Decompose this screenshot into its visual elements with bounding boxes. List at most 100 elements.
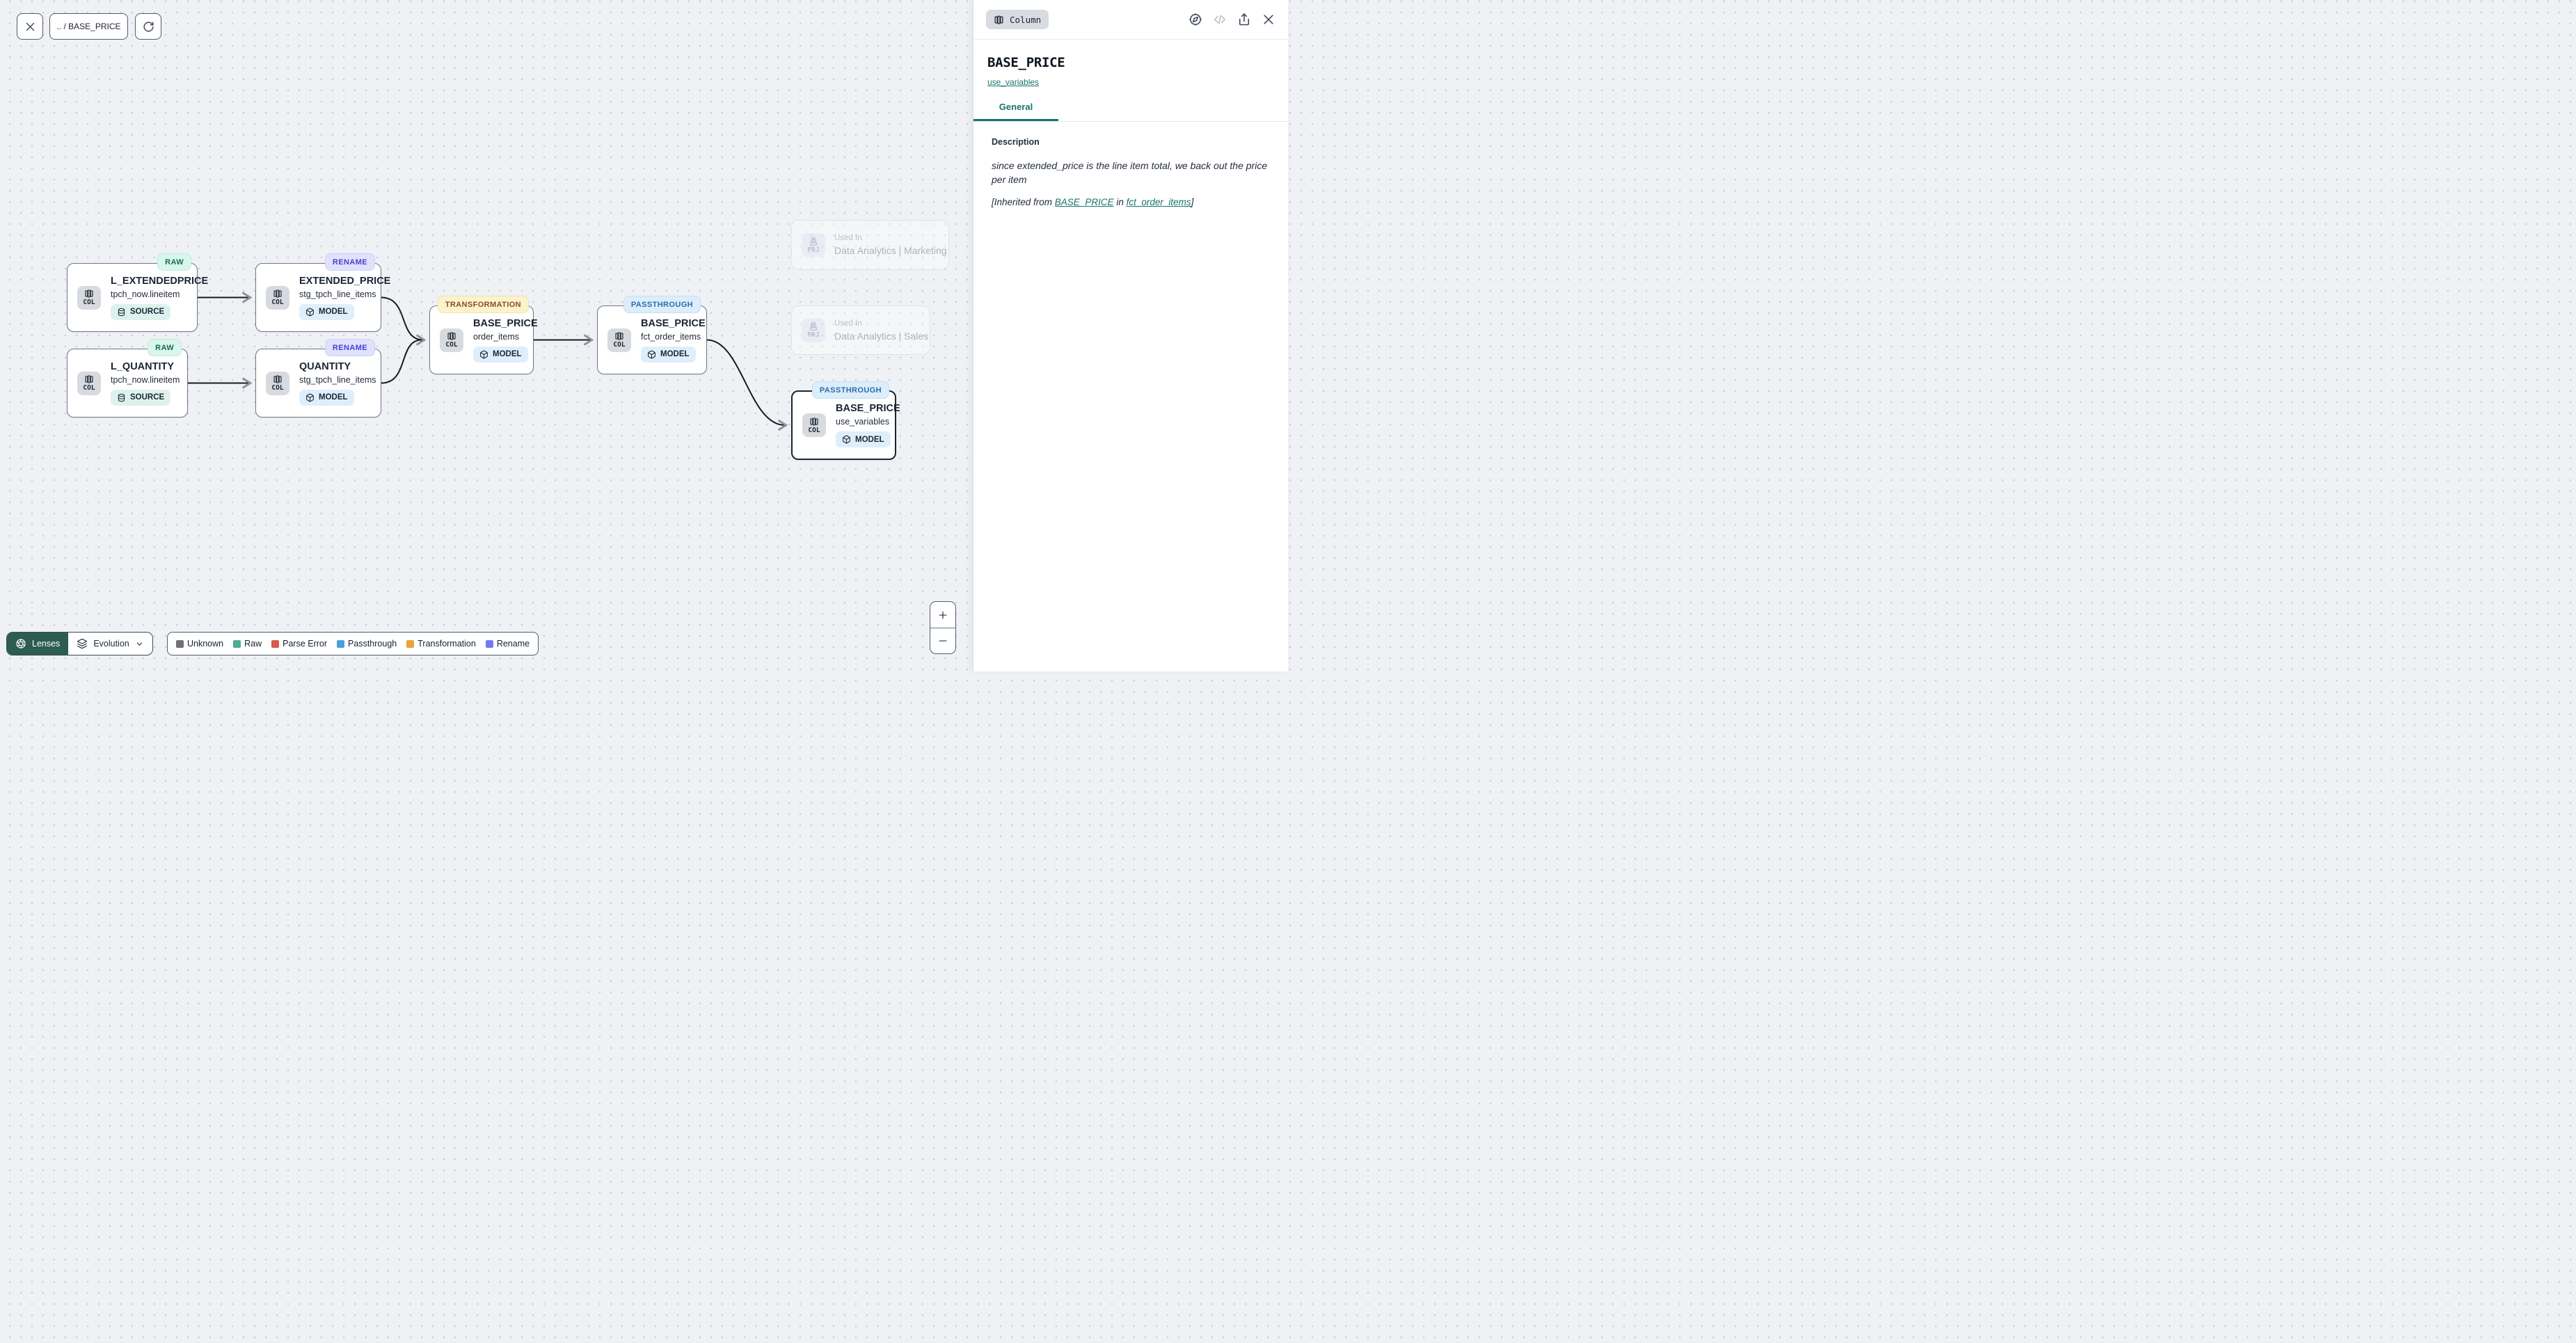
lenses-button[interactable]: Lenses — [7, 633, 69, 655]
legend-swatch — [176, 639, 184, 648]
lens-select-value: Evolution — [93, 639, 129, 649]
panel-tabs: General — [973, 101, 1288, 122]
column-kind-chip: COL — [77, 285, 101, 310]
chevron-down-icon — [136, 642, 143, 646]
lens-select[interactable]: Evolution — [68, 633, 152, 655]
ghost-node-label: Used In — [834, 234, 862, 242]
inherited-note: [Inherited from BASE_PRICE in fct_order_… — [992, 196, 1194, 207]
columns-icon — [615, 332, 623, 340]
entity-type-label: Column — [1010, 14, 1042, 25]
database-icon — [118, 393, 125, 402]
lineage-node-quantity[interactable]: RENAME COL QUANTITY stg_tpch_line_items … — [255, 339, 381, 418]
resource-type-chip: MODEL — [299, 389, 354, 406]
inherited-column-link[interactable]: BASE_PRICE — [1054, 196, 1114, 207]
lenses-button-label: Lenses — [32, 639, 61, 649]
cube-icon — [648, 350, 655, 358]
resource-type-chip: MODEL — [641, 346, 696, 363]
column-kind-chip: COL — [77, 371, 101, 395]
legend-swatch — [233, 639, 241, 648]
node-title: EXTENDED_PRICE — [299, 275, 391, 287]
legend-item: Rename — [485, 639, 530, 649]
lineage-node-extended-price[interactable]: RENAME COL EXTENDED_PRICE stg_tpch_line_… — [255, 253, 390, 332]
legend-swatch — [406, 639, 415, 648]
column-kind-chip: COL — [266, 371, 289, 395]
columns-icon — [447, 332, 456, 340]
node-title: QUANTITY — [299, 360, 351, 372]
node-title: BASE_PRICE — [836, 403, 900, 414]
legend-swatch — [485, 639, 493, 648]
ghost-node-title: Data Analytics | Marketing — [834, 245, 947, 256]
columns-icon — [994, 15, 1003, 24]
columns-icon — [85, 375, 93, 383]
ghost-node-used-in-marketing[interactable]: PRJ Used In Data Analytics | Marketing — [791, 220, 949, 270]
lens-badge: RAW — [148, 339, 182, 356]
cube-icon — [306, 393, 314, 402]
close-lineage-button[interactable] — [17, 13, 43, 40]
resource-type-chip: MODEL — [299, 303, 354, 320]
share-icon — [1239, 13, 1250, 26]
explore-lineage-button[interactable] — [1188, 13, 1202, 26]
project-kind-chip: PRJ — [802, 318, 825, 342]
code-icon — [1214, 15, 1225, 24]
legend-swatch — [337, 639, 345, 648]
lineage-node-base-price-use-variables[interactable]: PASSTHROUGH COL BASE_PRICE use_variables… — [791, 381, 900, 460]
zoom-in-button[interactable] — [930, 602, 955, 628]
ghost-node-title: Data Analytics | Sales — [834, 330, 929, 342]
column-kind-chip: COL — [266, 285, 289, 310]
zoom-out-button[interactable] — [930, 628, 955, 653]
zoom-controls — [930, 601, 956, 654]
breadcrumb[interactable]: .. / BASE_PRICE — [49, 13, 128, 40]
close-panel-button[interactable] — [1262, 13, 1275, 26]
aperture-icon — [16, 639, 26, 649]
node-title: BASE_PRICE — [473, 317, 538, 329]
lineage-node-base-price-order-items[interactable]: TRANSFORMATION COL BASE_PRICE order_item… — [429, 296, 538, 374]
resource-type-chip: SOURCE — [111, 389, 171, 406]
ghost-node-used-in-sales[interactable]: PRJ Used In Data Analytics | Sales — [791, 305, 930, 355]
resource-type-chip: SOURCE — [111, 303, 171, 320]
lens-badge: PASSTHROUGH — [811, 381, 889, 399]
ghost-node-label: Used In — [834, 319, 862, 328]
view-code-button[interactable] — [1213, 13, 1227, 26]
columns-icon — [85, 289, 93, 298]
node-subtitle: use_variables — [836, 417, 890, 427]
refresh-icon — [143, 21, 154, 32]
entity-type-badge: Column — [986, 10, 1049, 29]
node-title: L_EXTENDEDPRICE — [111, 275, 209, 287]
database-icon — [118, 308, 125, 316]
cube-icon — [843, 435, 850, 444]
column-kind-chip: COL — [440, 328, 463, 352]
tab-general[interactable]: General — [973, 102, 1058, 121]
projects-icon — [810, 321, 817, 331]
description-body: since extended_price is the line item to… — [992, 160, 1268, 186]
lineage-node-l-quantity[interactable]: RAW COL L_QUANTITY tpch_now.lineitem SOU… — [67, 339, 188, 418]
panel-title: BASE_PRICE — [987, 55, 1065, 70]
cube-icon — [306, 308, 314, 316]
node-subtitle: stg_tpch_line_items — [299, 289, 376, 299]
node-subtitle: tpch_now.lineitem — [111, 289, 180, 299]
lens-legend: Unknown Raw Parse Error Passthrough Tran… — [167, 632, 539, 655]
description-section: Description since extended_price is the … — [973, 122, 1288, 207]
zoom-in-icon — [939, 611, 947, 619]
zoom-out-icon — [939, 640, 947, 642]
columns-icon — [273, 289, 282, 298]
model-link[interactable]: use_variables — [987, 77, 1040, 87]
share-button[interactable] — [1237, 13, 1251, 26]
legend-item: Transformation — [406, 639, 476, 649]
node-subtitle: tpch_now.lineitem — [111, 374, 180, 385]
lens-badge: RAW — [157, 253, 191, 271]
inherited-model-link[interactable]: fct_order_items — [1126, 196, 1191, 207]
node-title: BASE_PRICE — [641, 317, 706, 329]
legend-item: Parse Error — [271, 639, 327, 649]
refresh-button[interactable] — [135, 13, 161, 40]
detail-panel-header: Column — [973, 0, 1288, 40]
lens-badge: RENAME — [324, 253, 375, 271]
lineage-node-base-price-fct-order-items[interactable]: PASSTHROUGH COL BASE_PRICE fct_order_ite… — [597, 296, 707, 374]
projects-icon — [810, 237, 817, 246]
legend-item: Passthrough — [337, 639, 397, 649]
node-title: L_QUANTITY — [111, 360, 175, 372]
detail-panel: Column BASE_PRICE use_variables General … — [973, 0, 1288, 672]
project-kind-chip: PRJ — [802, 233, 825, 257]
lenses-control[interactable]: Lenses Evolution — [6, 632, 153, 655]
lineage-node-l-extendedprice[interactable]: RAW COL L_EXTENDEDPRICE tpch_now.lineite… — [67, 253, 208, 332]
